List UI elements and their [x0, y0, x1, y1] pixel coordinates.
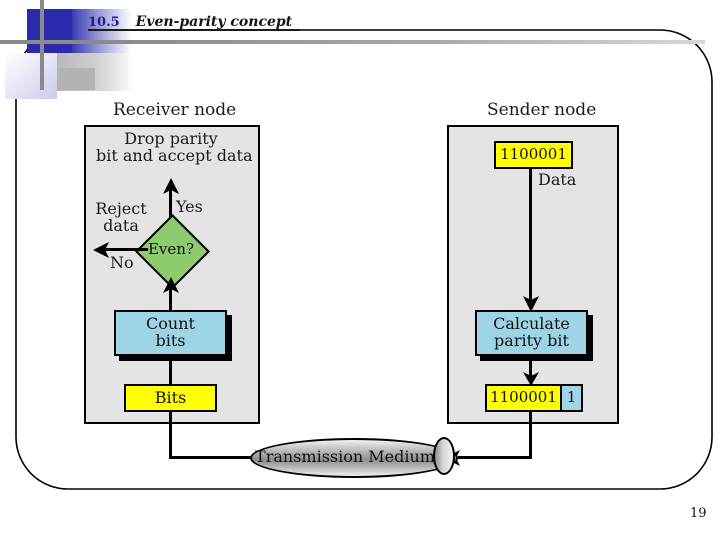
page-number: 19 — [690, 506, 707, 521]
title-text: Even-parity concept — [135, 14, 293, 30]
sender-to-medium-vertical — [529, 412, 532, 459]
receiver-no-label: No — [110, 253, 134, 272]
receiver-yes-arrowhead — [163, 178, 179, 194]
receiver-reject-label: Reject data — [95, 199, 147, 235]
receiver-to-medium-vertical — [169, 412, 172, 459]
transmission-medium-cylinder: Transmission Medium — [250, 437, 458, 478]
receiver-count-to-decision-line — [169, 285, 172, 313]
receiver-yes-line — [169, 186, 172, 230]
header-rule — [95, 40, 705, 44]
receiver-yes-label: Yes — [176, 197, 203, 216]
sender-node-panel — [447, 125, 619, 424]
receiver-to-medium-horizontal — [169, 456, 257, 459]
sender-data-box: 1100001 — [494, 141, 573, 169]
sender-data-to-calculate-arrowhead — [523, 296, 539, 312]
logo-light-gradient-square — [5, 53, 57, 99]
receiver-no-arrowhead — [93, 242, 109, 258]
logo-blue-square — [27, 9, 72, 53]
receiver-count-to-decision-arrowhead — [163, 277, 179, 293]
logo-blue-gradient-block — [72, 9, 132, 53]
receiver-count-bits-box: Count bits — [114, 310, 227, 356]
logo-horizontal-rule — [0, 40, 160, 44]
receiver-bits-to-count-line — [169, 356, 172, 384]
receiver-no-line — [101, 248, 148, 251]
slide-logo-decoration — [0, 0, 200, 99]
section-number: 10.5 — [88, 15, 120, 30]
cylinder-body — [250, 438, 458, 478]
cylinder-end-cap — [433, 437, 455, 475]
receiver-bits-box: Bits — [124, 384, 217, 412]
receiver-decision-label: Even? — [147, 240, 194, 258]
receiver-node-label: Receiver node — [113, 100, 237, 120]
logo-vertical-rule — [40, 0, 44, 90]
sender-data-label: Data — [538, 170, 577, 189]
sender-framed-data-box: 1100001 — [485, 384, 562, 412]
sender-parity-bit-box: 1 — [560, 384, 583, 412]
sender-node-label: Sender node — [487, 100, 597, 120]
sender-to-medium-horizontal — [458, 456, 532, 459]
title-underline — [88, 29, 300, 31]
sender-calculate-parity-box: Calculate parity bit — [475, 310, 588, 356]
page-title: 10.5 Even-parity concept — [88, 11, 292, 30]
receiver-accept-label: Drop parity bit and accept data — [96, 129, 253, 165]
logo-gray-square — [57, 68, 95, 90]
transmission-medium-label: Transmission Medium — [255, 446, 435, 466]
sender-calculate-to-frame-line — [529, 356, 532, 380]
sender-calculate-to-frame-arrowhead — [523, 372, 539, 386]
sender-data-to-calculate-line — [529, 169, 532, 302]
